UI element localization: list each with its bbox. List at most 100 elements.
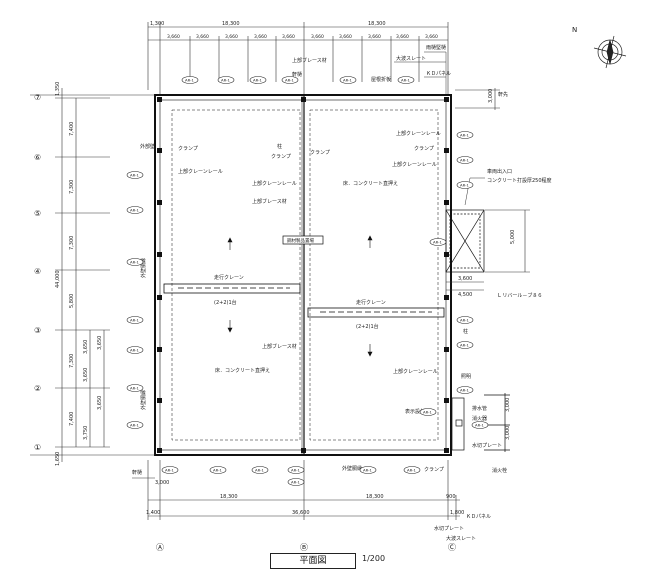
- label-rafter: 屋根折板: [371, 76, 391, 83]
- ar-tag: AR-1: [161, 466, 179, 474]
- top-bay-10: 3,660: [425, 34, 438, 40]
- ar-tag: AR-1: [126, 384, 144, 392]
- svg-text:AR-1: AR-1: [407, 468, 416, 473]
- label-roof-slate: 大波スレート: [396, 55, 426, 62]
- drawing-scale: 1/200: [362, 554, 386, 563]
- ar-tag: AR-1: [339, 76, 357, 84]
- ar-tag: AR-1: [209, 466, 227, 474]
- top-bay-1: 3,660: [167, 34, 180, 40]
- label-upper-brace-top: 上部ブレース材: [292, 57, 327, 64]
- label-clamp-bottom: クランプ: [424, 467, 444, 473]
- left-span-4: 5,800: [69, 294, 75, 308]
- label-crane-rail-right-2: 上部クレーンレール: [392, 161, 437, 168]
- left-total: 44,000: [55, 271, 61, 289]
- row-mark-6: ⑥: [34, 153, 41, 162]
- svg-text:AR-1: AR-1: [130, 386, 139, 391]
- left-span-2: 7,300: [69, 180, 75, 194]
- ar-tag: AR-1: [359, 466, 377, 474]
- label-eaves: 軒先: [498, 91, 508, 98]
- right-bot2: 3,000: [505, 426, 511, 440]
- left-span-1: 7,400: [69, 122, 75, 136]
- top-dimension-group: [147, 22, 449, 95]
- label-eaves-top: 軒樋: [292, 71, 302, 78]
- svg-text:AR-1: AR-1: [291, 468, 300, 473]
- ar-tag: AR-1: [419, 408, 437, 416]
- right-door-height: 5,000: [510, 230, 516, 244]
- bottom-edge-left: 1,400: [146, 510, 160, 516]
- row-mark-1: ①: [34, 443, 41, 452]
- label-crane-count-right: (2+2)1台: [356, 323, 379, 330]
- label-brace-mid: 上部ブレース材: [252, 198, 287, 205]
- svg-text:AR-1: AR-1: [460, 183, 469, 188]
- col-mark-c: Ⓒ: [448, 543, 456, 552]
- north-arrow-icon: [593, 35, 627, 69]
- bottom-edge-r1: 900: [446, 494, 456, 500]
- row-mark-5: ⑤: [34, 209, 41, 218]
- top-bay-2: 3,660: [196, 34, 209, 40]
- col-mark-b: Ⓑ: [300, 543, 308, 552]
- svg-text:AR-1: AR-1: [255, 468, 264, 473]
- top-bay-5: 3,660: [282, 34, 295, 40]
- svg-text:AR-1: AR-1: [343, 78, 352, 83]
- top-bay-9: 3,660: [396, 34, 409, 40]
- ar-tag: AR-1: [217, 76, 235, 84]
- label-column-mid: 柱: [277, 143, 282, 150]
- svg-text:AR-1: AR-1: [130, 208, 139, 213]
- left-span-6: 7,400: [69, 412, 75, 426]
- top-span-2: 18,300: [368, 21, 386, 27]
- ar-tag: AR-1: [471, 421, 489, 429]
- ar-tag: AR-1: [403, 466, 421, 474]
- right-door-w1: 3,600: [458, 276, 472, 282]
- ar-tag: AR-1: [126, 421, 144, 429]
- svg-text:AR-1: AR-1: [291, 480, 300, 485]
- label-wall-rail-left: 外壁胴縁: [140, 258, 147, 278]
- row-mark-4: ④: [34, 267, 41, 276]
- label-clamp-right-top: クランプ: [414, 146, 434, 152]
- left-sub-b2: 3,650: [97, 396, 103, 410]
- left-sub-a2: 3,650: [83, 368, 89, 382]
- label-clamp-left: クランプ: [178, 146, 198, 152]
- svg-text:AR-1: AR-1: [221, 78, 230, 83]
- svg-text:AR-1: AR-1: [130, 423, 139, 428]
- ar-tag: AR-1: [456, 341, 474, 349]
- ar-tag: AR-1: [181, 76, 199, 84]
- bottom-dimension-group: [132, 460, 460, 520]
- label-mid-structure: 鋼材製品置場: [287, 237, 314, 244]
- label-bottom-plate: 水切プレート: [434, 525, 464, 532]
- svg-text:AR-1: AR-1: [475, 423, 484, 428]
- bottom-span-1: 18,300: [220, 494, 238, 500]
- label-fire-hydrant: 消火栓: [492, 467, 507, 474]
- ar-tag: AR-1: [456, 156, 474, 164]
- svg-text:AR-1: AR-1: [130, 348, 139, 353]
- svg-text:AR-1: AR-1: [130, 318, 139, 323]
- label-rain-gutter: 雨樋堅樋: [426, 44, 446, 51]
- perimeter-columns: [157, 97, 449, 453]
- ar-tag: AR-1: [281, 76, 299, 84]
- label-crane-rail-mid: 上部クレーンレール: [252, 180, 297, 187]
- label-eaves-bottom: 軒樋: [132, 469, 142, 476]
- svg-text:AR-1: AR-1: [165, 468, 174, 473]
- label-brace-lower: 上部ブレース材: [262, 343, 297, 350]
- crane-girder-left: [163, 283, 301, 294]
- label-side-wall: 外部壁: [140, 143, 155, 150]
- ar-tag: AR-1: [456, 131, 474, 139]
- label-concrete-thickness: コンクリート打設厚250程度: [487, 177, 552, 184]
- ar-tag: AR-1: [429, 238, 447, 246]
- top-edge-dim: 1,300: [150, 21, 164, 27]
- vehicle-entrance: [445, 209, 485, 273]
- row-mark-2: ②: [34, 384, 41, 393]
- svg-text:AR-1: AR-1: [460, 388, 469, 393]
- right-bot1: 3,000: [505, 398, 511, 412]
- svg-text:AR-1: AR-1: [213, 468, 222, 473]
- label-fire-ext: 消火器: [472, 415, 487, 422]
- top-span-1: 18,300: [222, 21, 240, 27]
- left-bottom-edge: 1,650: [55, 452, 61, 466]
- bottom-edge-r2: 1,800: [450, 510, 464, 516]
- svg-text:AR-1: AR-1: [285, 78, 294, 83]
- direction-arrows: [227, 235, 373, 357]
- ar-tag: AR-1: [249, 76, 267, 84]
- left-sub-a3: 3,650: [97, 336, 103, 350]
- label-pipe: 排水管: [472, 405, 487, 412]
- ar-tag: AR-1: [126, 171, 144, 179]
